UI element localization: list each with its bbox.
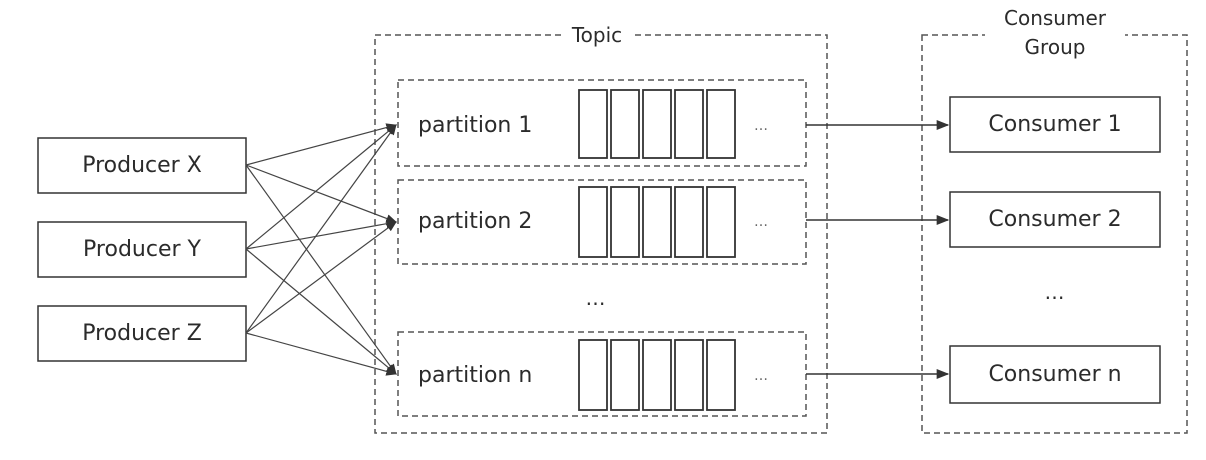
partition-2-more: … [754,214,768,230]
partition-2-cells [578,186,736,258]
consumer-box-1 [949,96,1161,153]
producer-box-x [37,137,247,194]
consumer-group-title: Consumer Group [985,4,1125,62]
producer-label-x: Producer X [82,153,202,178]
producer-arrows [245,123,398,376]
partition-1-cells [578,89,736,159]
consumer-label-2: Consumer 2 [988,207,1122,232]
consumer-arrows [806,119,950,380]
consumer-ellipsis: … [1044,280,1066,304]
partition-label-1: partition 1 [418,113,533,138]
producer-box-z [37,305,247,362]
consumer-group-title-line1: Consumer [1004,6,1106,30]
topic-title: Topic [561,25,633,45]
consumer-group-title-line2: Group [1024,35,1086,59]
producer-label-y: Producer Y [83,237,201,262]
partition-label-n: partition n [418,363,533,388]
partition-label-2: partition 2 [418,209,533,234]
partition-n-more: … [754,368,768,384]
partition-ellipsis: … [585,286,607,310]
consumer-box-2 [949,191,1161,248]
consumer-label-1: Consumer 1 [988,112,1122,137]
partition-n-cells [578,339,736,411]
producer-label-z: Producer Z [82,321,202,346]
consumer-box-n [949,345,1161,404]
consumer-label-n: Consumer n [988,362,1122,387]
partition-1-more: … [754,118,768,134]
